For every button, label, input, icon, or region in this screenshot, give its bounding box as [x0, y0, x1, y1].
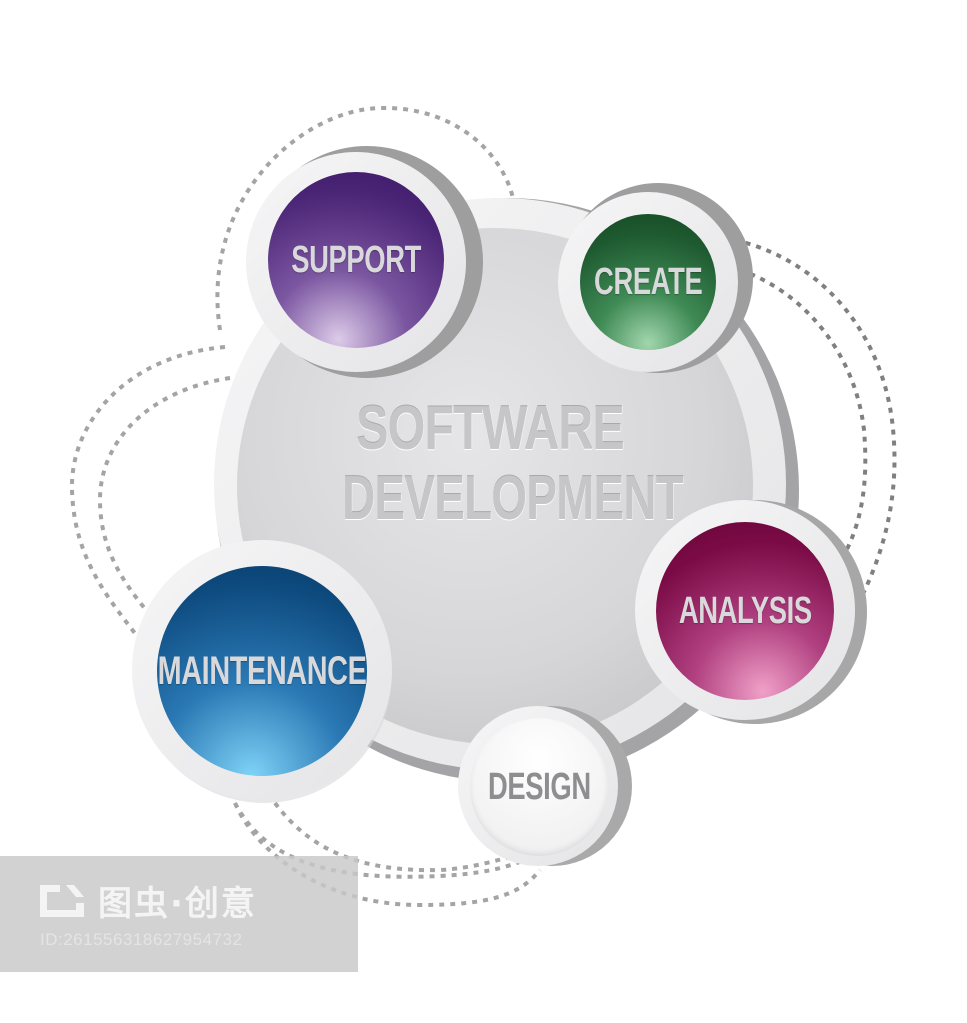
node-analysis: ANALYSIS	[656, 522, 834, 700]
node-design-label: DESIGN	[487, 765, 591, 808]
node-design: DESIGN	[470, 718, 608, 856]
node-maintenance: MAINTENANCE	[157, 566, 367, 776]
node-support: SUPPORT	[268, 172, 444, 348]
node-create-label: CREATE	[593, 260, 703, 303]
node-support-label: SUPPORT	[291, 238, 421, 281]
node-maintenance-label: MAINTENANCE	[157, 648, 367, 693]
tuchong-logo-icon	[38, 883, 86, 919]
watermark-overlay: 图虫·创意 ID:2615563186279547​32	[0, 856, 358, 972]
diagram-title: SOFTWARE DEVELOPMENT	[290, 398, 690, 530]
title-line-software: SOFTWARE	[356, 394, 625, 463]
node-analysis-label: ANALYSIS	[678, 589, 812, 632]
watermark-brand: 图虫·创意	[98, 884, 257, 924]
watermark-logo: 图虫·创意	[38, 876, 257, 925]
node-create: CREATE	[580, 214, 716, 350]
watermark-id: ID:2615563186279547​32	[40, 930, 243, 949]
dashed-orbit-lines	[69, 105, 542, 908]
title-line-development: DEVELOPMENT	[342, 464, 684, 533]
